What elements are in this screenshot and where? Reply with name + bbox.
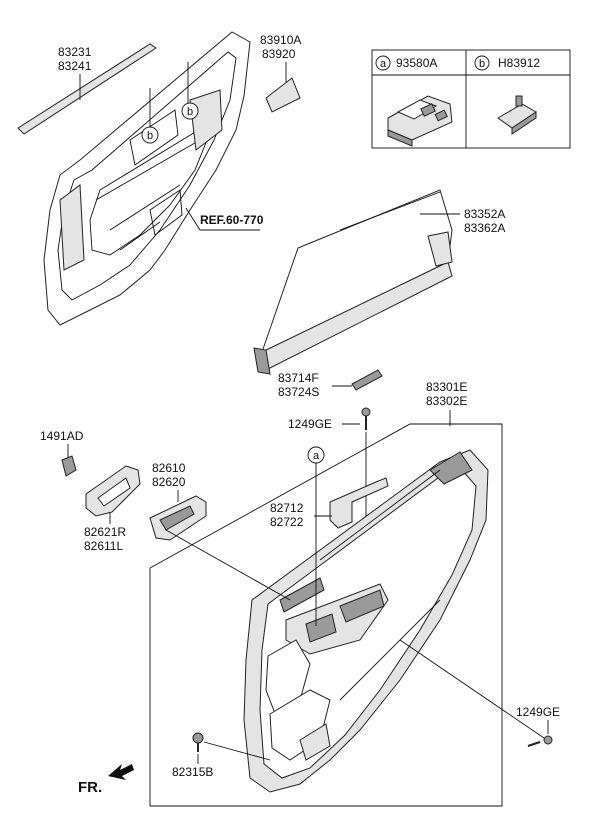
trim-clip-part — [497, 95, 537, 135]
label-82610: 82610 — [152, 461, 186, 475]
power-window-switch-part — [387, 95, 453, 147]
label-1249ge-top: 1249GE — [288, 417, 332, 431]
door-trim-panel — [243, 449, 489, 793]
trim-panel-outline-box — [149, 423, 503, 807]
label-83241: 83241 — [58, 59, 92, 73]
front-arrow-icon — [108, 764, 134, 780]
label-83352a: 83352A — [464, 207, 505, 221]
belt-molding-strip — [17, 43, 157, 135]
legend-callout-a-letter: a — [380, 58, 387, 70]
legend-callout-b — [474, 55, 490, 71]
label-82621r: 82621R — [84, 525, 126, 539]
label-83724s: 83724S — [278, 385, 319, 399]
label-fr: FR. — [78, 779, 102, 796]
label-82315b: 82315B — [172, 765, 213, 779]
label-ref-60-770: REF.60-770 — [200, 213, 264, 227]
label-82611l: 82611L — [84, 539, 123, 553]
leader-screw-bottom-to-trim — [399, 639, 545, 739]
leader-lines-frame — [79, 62, 287, 231]
callout-b-upper-letter: b — [147, 130, 153, 142]
label-83714f: 83714F — [278, 371, 319, 385]
leader-handle-to-trim — [165, 529, 291, 601]
clip-82315b — [192, 732, 204, 752]
callout-a-trim-letter: a — [313, 450, 320, 462]
label-1491ad: 1491AD — [40, 429, 84, 443]
label-82722: 82722 — [270, 515, 304, 529]
door-frame-assembly — [43, 31, 251, 326]
label-83910a: 83910A — [260, 33, 301, 47]
label-83231: 83231 — [58, 45, 92, 59]
label-1249ge-bottom: 1249GE — [516, 705, 560, 719]
callout-b-lower-letter: b — [187, 106, 193, 118]
inside-door-handle — [149, 495, 207, 541]
label-82712: 82712 — [270, 501, 304, 515]
parts-legend-box: a 93580A b H83912 — [371, 49, 571, 149]
clip-1491ad — [61, 455, 77, 477]
legend-callout-a — [375, 55, 391, 71]
legend-part-b-label: H83912 — [498, 56, 540, 70]
front-direction-indicator: FR. — [78, 764, 134, 796]
label-83920: 83920 — [262, 47, 296, 61]
callout-b-upper — [141, 126, 159, 144]
label-83362a: 83362A — [464, 221, 505, 235]
label-82620: 82620 — [152, 475, 186, 489]
armrest-pull-handle — [329, 477, 389, 529]
screw-1249ge-bottom — [527, 735, 553, 747]
legend-callout-b-letter: b — [479, 58, 485, 70]
legend-part-a-label: 93580A — [396, 56, 437, 70]
corner-garnish-part — [265, 77, 301, 113]
door-sunshade-panel — [253, 189, 453, 375]
label-83301e: 83301E — [426, 380, 467, 394]
leader-82315b-to-trim — [203, 741, 271, 761]
inside-handle-garnish — [351, 369, 383, 391]
label-83302e: 83302E — [426, 394, 467, 408]
callout-b-lower — [181, 102, 199, 120]
screw-1249ge-top — [361, 407, 371, 430]
inside-handle-housing — [85, 465, 141, 517]
